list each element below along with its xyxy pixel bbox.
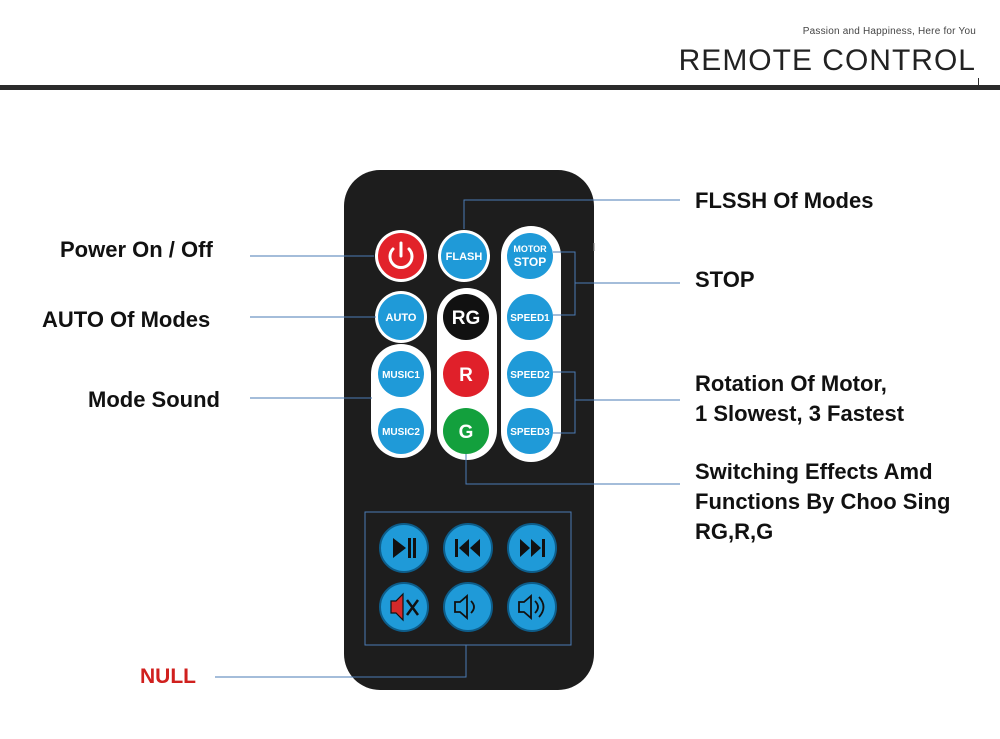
callout-rotation-line-2: 1 Slowest, 3 Fastest: [695, 401, 905, 426]
title-divider-tick: [978, 78, 979, 90]
callout-auto: AUTO Of Modes: [42, 307, 211, 332]
title-divider: [0, 85, 1000, 90]
callout-rotation-line-1: Rotation Of Motor,: [695, 371, 887, 396]
callout-switching-line-2: Functions By Choo Sing: [695, 489, 951, 514]
callout-flash-modes: FLSSH Of Modes: [695, 188, 874, 213]
callout-power: Power On / Off: [60, 237, 213, 262]
callout-rotation: Rotation Of Motor, 1 Slowest, 3 Fastest: [695, 369, 904, 429]
callout-switching: Switching Effects Amd Functions By Choo …: [695, 457, 950, 547]
callout-switching-line-1: Switching Effects Amd: [695, 459, 933, 484]
tagline: Passion and Happiness, Here for You: [802, 26, 976, 37]
callout-switching-line-3: RG,R,G: [695, 519, 774, 544]
remote-control-body: [344, 170, 594, 690]
callout-null: NULL: [140, 665, 196, 688]
callout-stop: STOP: [695, 267, 755, 292]
callout-mode-sound: Mode Sound: [88, 387, 220, 412]
page-title: REMOTE CONTROL: [678, 44, 976, 77]
